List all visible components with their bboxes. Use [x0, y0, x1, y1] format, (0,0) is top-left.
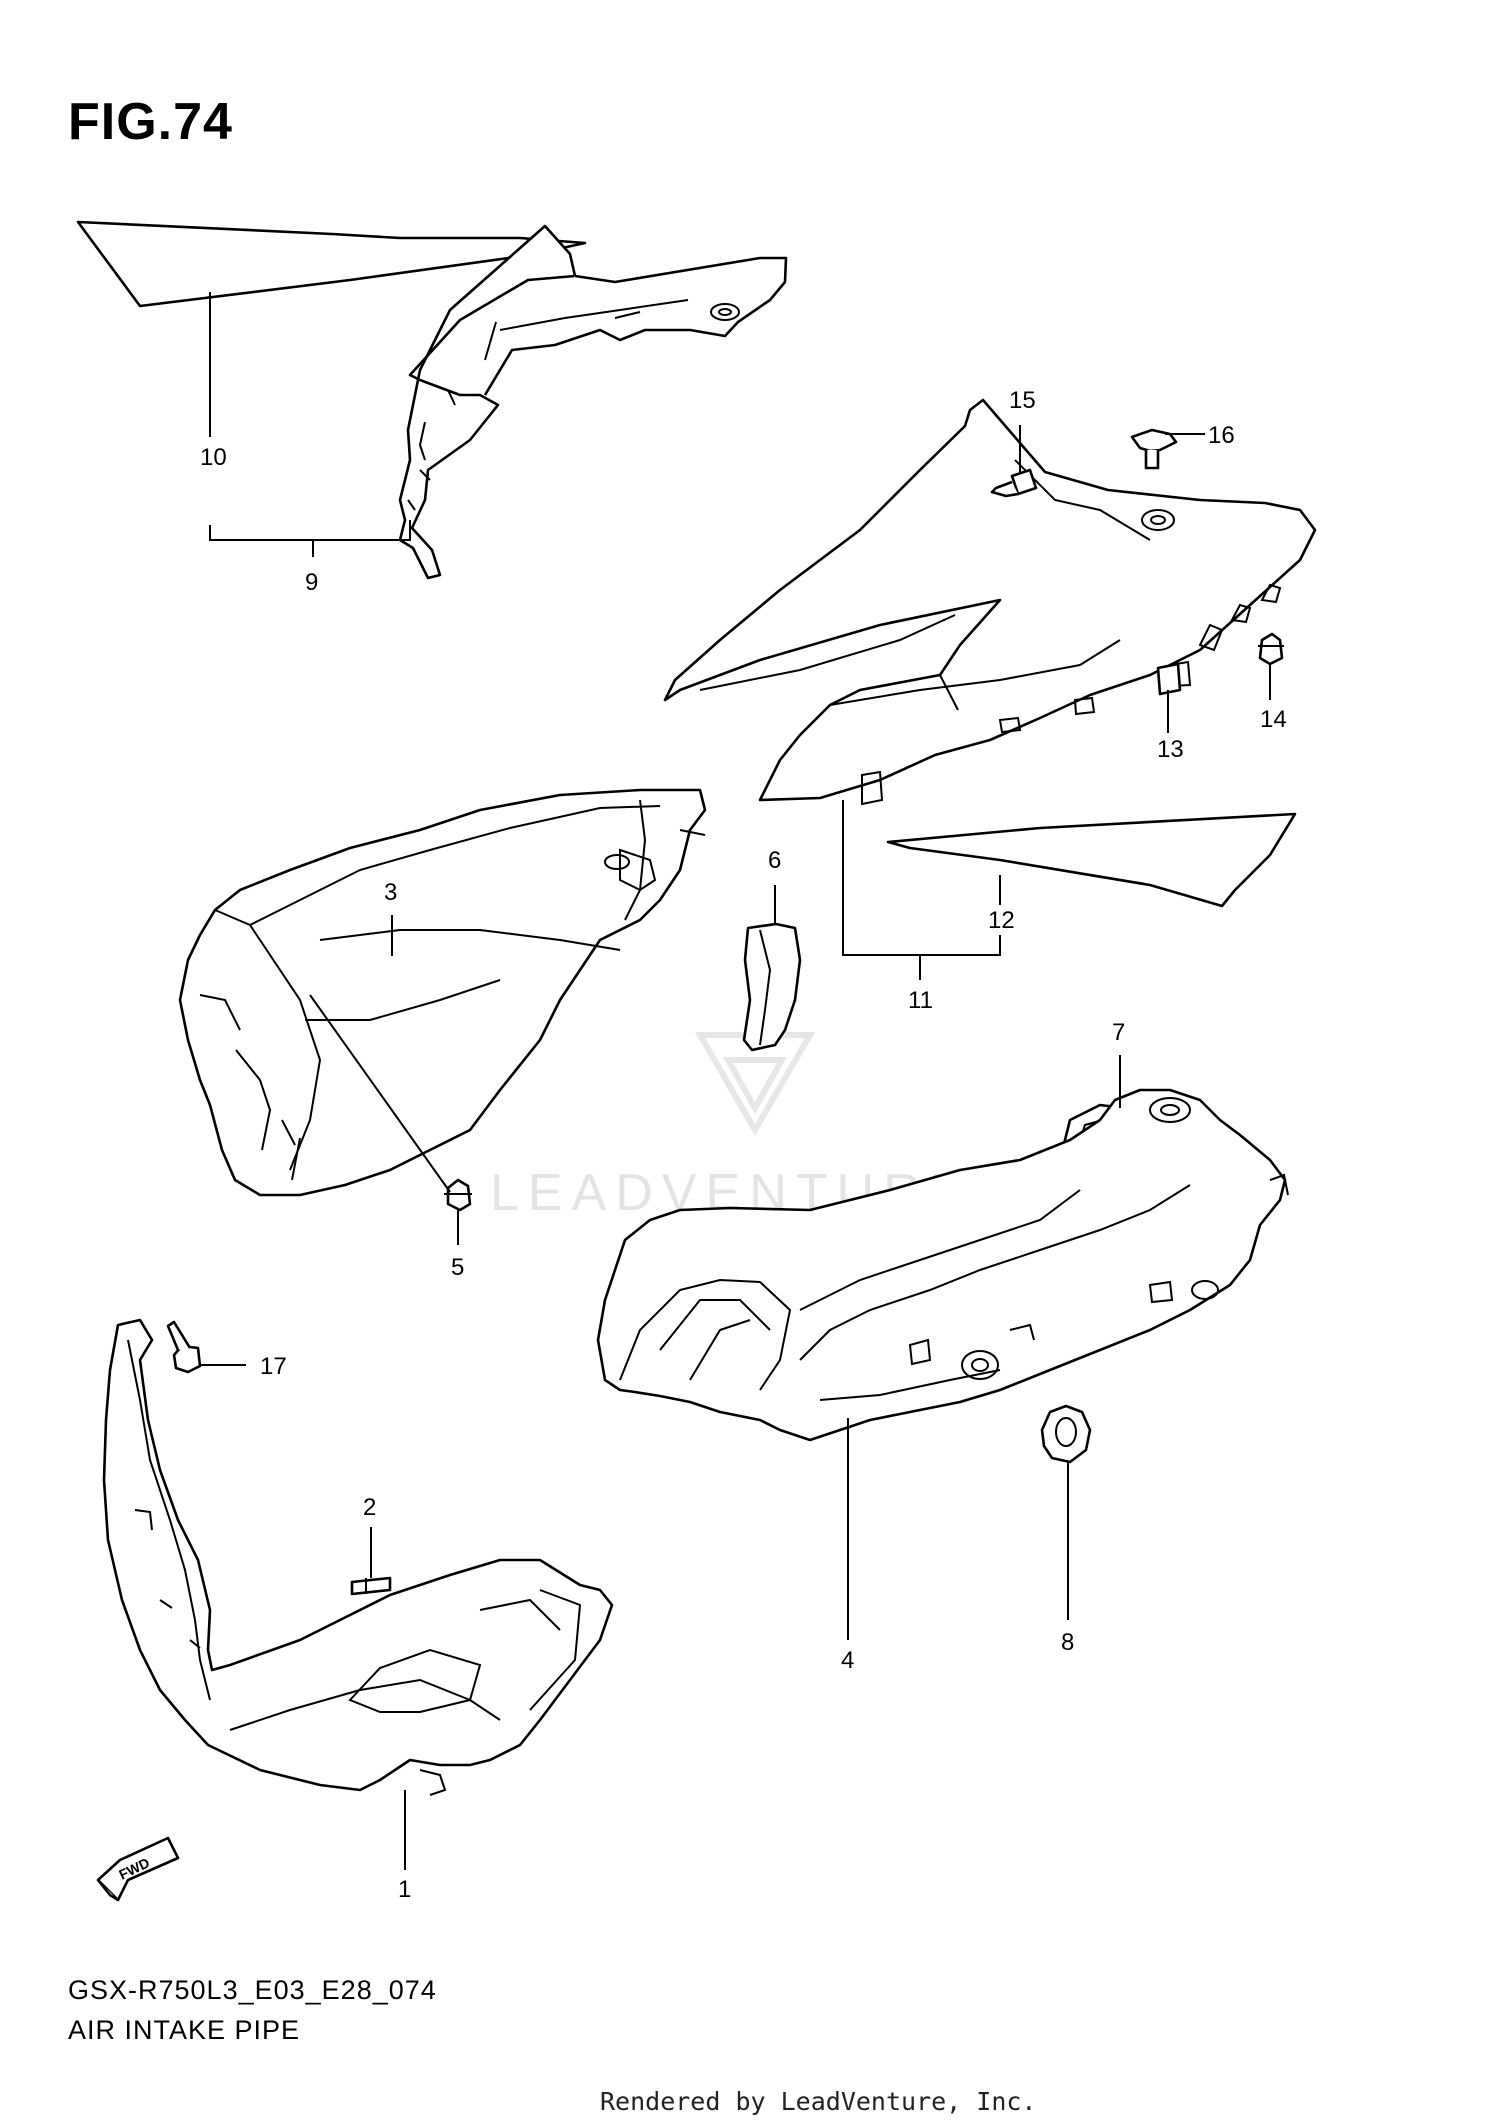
fwd-arrow-icon: FWD — [96, 1836, 180, 1902]
callout-labels: 10 9 15 16 13 14 12 11 6 3 5 7 17 2 4 8 … — [200, 387, 1287, 1903]
callout-12: 12 — [988, 907, 1015, 934]
callout-11: 11 — [908, 987, 933, 1014]
callout-17: 17 — [260, 1353, 287, 1380]
part-4-right-air-duct[interactable] — [596, 1088, 1289, 1442]
part-5-clip[interactable] — [444, 1178, 472, 1212]
part-1-front-lower-cowl[interactable] — [102, 1318, 614, 1796]
callout-9: 9 — [305, 569, 318, 596]
callout-16: 16 — [1208, 422, 1235, 449]
part-6-seal[interactable] — [742, 922, 802, 1052]
render-credit: Rendered by LeadVenture, Inc. — [600, 2087, 1037, 2116]
callout-10: 10 — [200, 444, 227, 471]
callout-5: 5 — [451, 1254, 464, 1281]
part-16-nut-clip[interactable] — [1130, 428, 1178, 470]
part-3-left-air-duct[interactable] — [178, 788, 707, 1197]
part-15-screw[interactable] — [990, 468, 1038, 498]
callout-7: 7 — [1112, 1019, 1125, 1046]
callout-3: 3 — [384, 879, 397, 906]
part-17-screw[interactable] — [166, 1320, 202, 1374]
part-14-clip[interactable] — [1258, 632, 1284, 666]
part-11-right-upper-panel[interactable] — [663, 398, 1317, 806]
part-12-right-sticker[interactable] — [886, 812, 1297, 908]
part-9-left-upper-panel[interactable] — [398, 224, 788, 580]
part-8-grommet[interactable] — [1040, 1404, 1092, 1464]
callout-14: 14 — [1260, 706, 1287, 733]
callout-4: 4 — [841, 1647, 854, 1674]
model-code: GSX-R750L3_E03_E28_074 — [68, 1975, 437, 2005]
part-13-bracket[interactable] — [1156, 662, 1182, 696]
callout-1: 1 — [398, 1876, 411, 1903]
part-2-label[interactable] — [350, 1576, 392, 1596]
callout-15: 15 — [1009, 387, 1036, 414]
callout-8: 8 — [1061, 1629, 1074, 1656]
callout-6: 6 — [768, 847, 781, 874]
callout-2: 2 — [363, 1494, 376, 1521]
callout-13: 13 — [1157, 736, 1184, 763]
figure-title: FIG.74 — [68, 93, 233, 151]
diagram-name: AIR INTAKE PIPE — [68, 2015, 301, 2045]
leader-lines — [200, 292, 1271, 1870]
